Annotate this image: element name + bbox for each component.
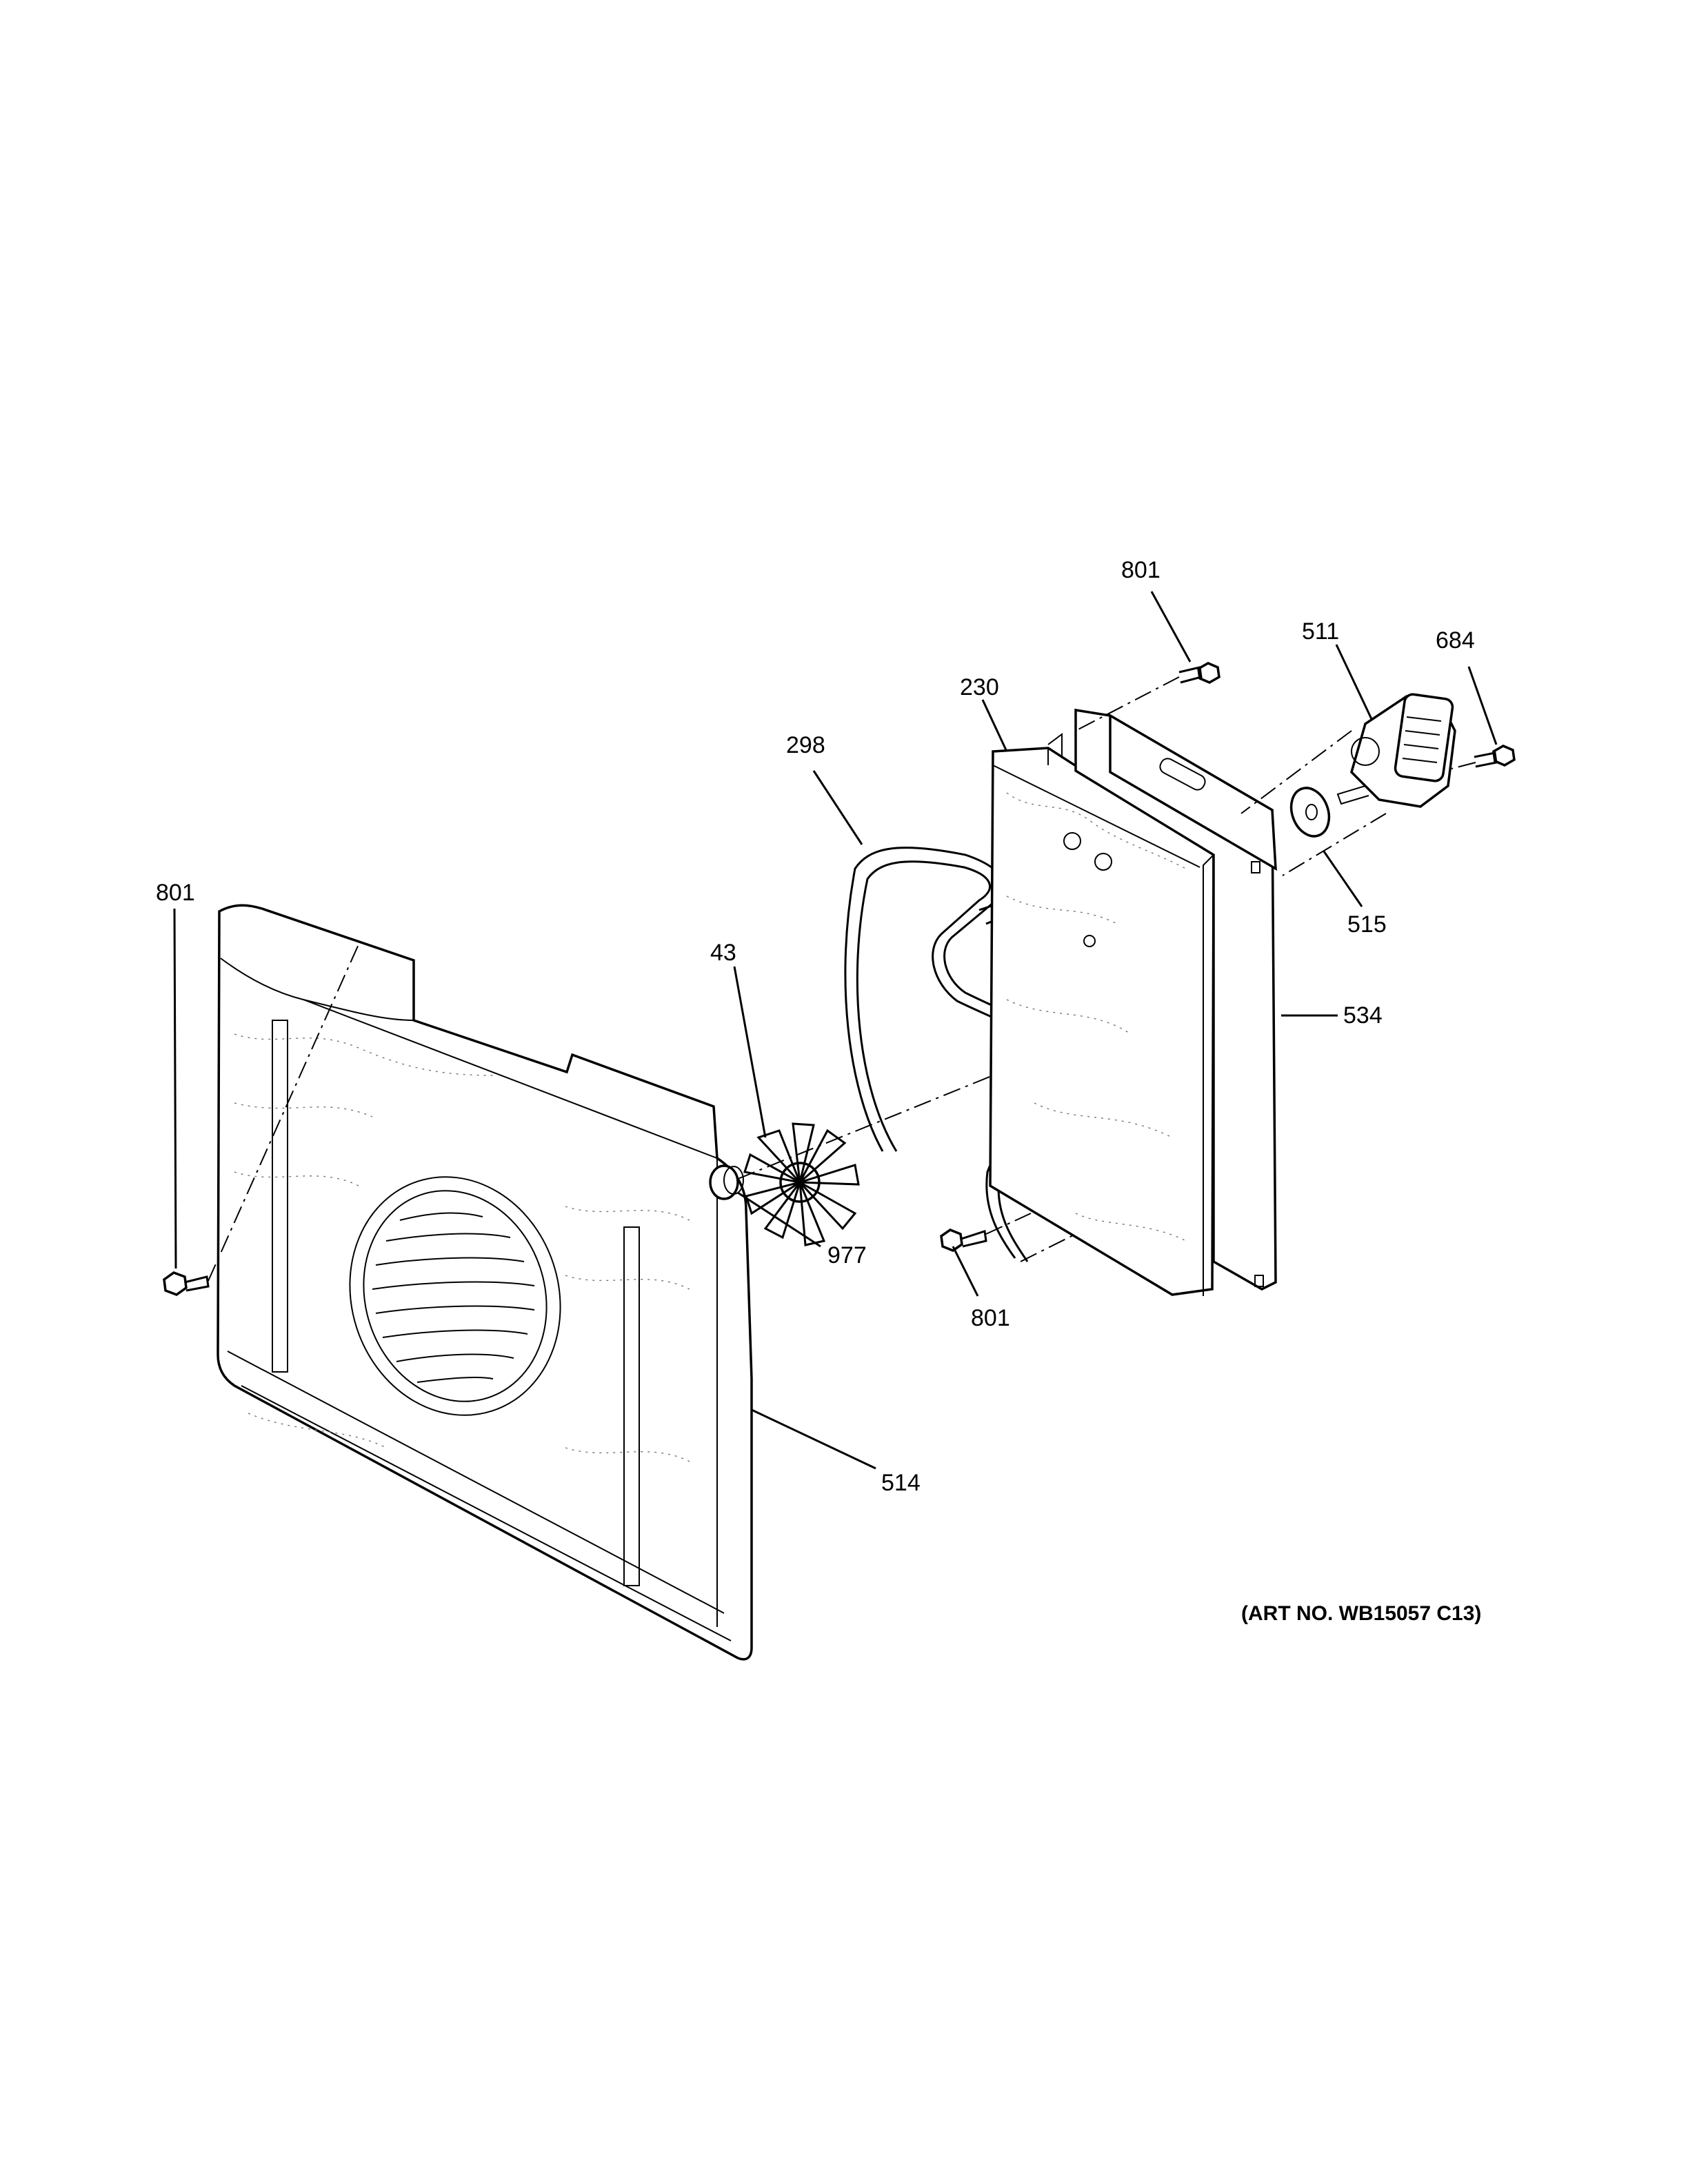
fan-blade-43	[743, 1122, 860, 1246]
callout-801-bottom: 801	[971, 1305, 1010, 1331]
screw-801-bottom	[940, 1213, 1032, 1252]
callout-684: 684	[1436, 627, 1475, 654]
callout-534: 534	[1343, 1002, 1383, 1029]
screw-801-left	[163, 944, 359, 1296]
nut-977	[709, 1164, 744, 1200]
screw-684	[1451, 745, 1516, 769]
callout-977: 977	[827, 1242, 867, 1268]
callout-511: 511	[1302, 618, 1339, 645]
leader-lines	[173, 591, 1498, 1470]
washer-515	[1289, 787, 1331, 838]
art-number: (ART NO. WB15057 C13)	[1241, 1602, 1481, 1625]
motor-511	[1336, 693, 1456, 808]
callout-43: 43	[710, 940, 736, 966]
screw-801-top	[1075, 662, 1220, 731]
callout-801-left: 801	[156, 880, 195, 906]
cover-534	[1047, 708, 1277, 1291]
callout-514: 514	[881, 1470, 921, 1496]
callout-801-top: 801	[1121, 557, 1160, 583]
back-panel-514	[217, 904, 753, 1661]
callout-298: 298	[786, 732, 825, 758]
insulation-230	[989, 747, 1215, 1296]
callout-515: 515	[1347, 911, 1387, 938]
callout-230: 230	[960, 674, 999, 700]
